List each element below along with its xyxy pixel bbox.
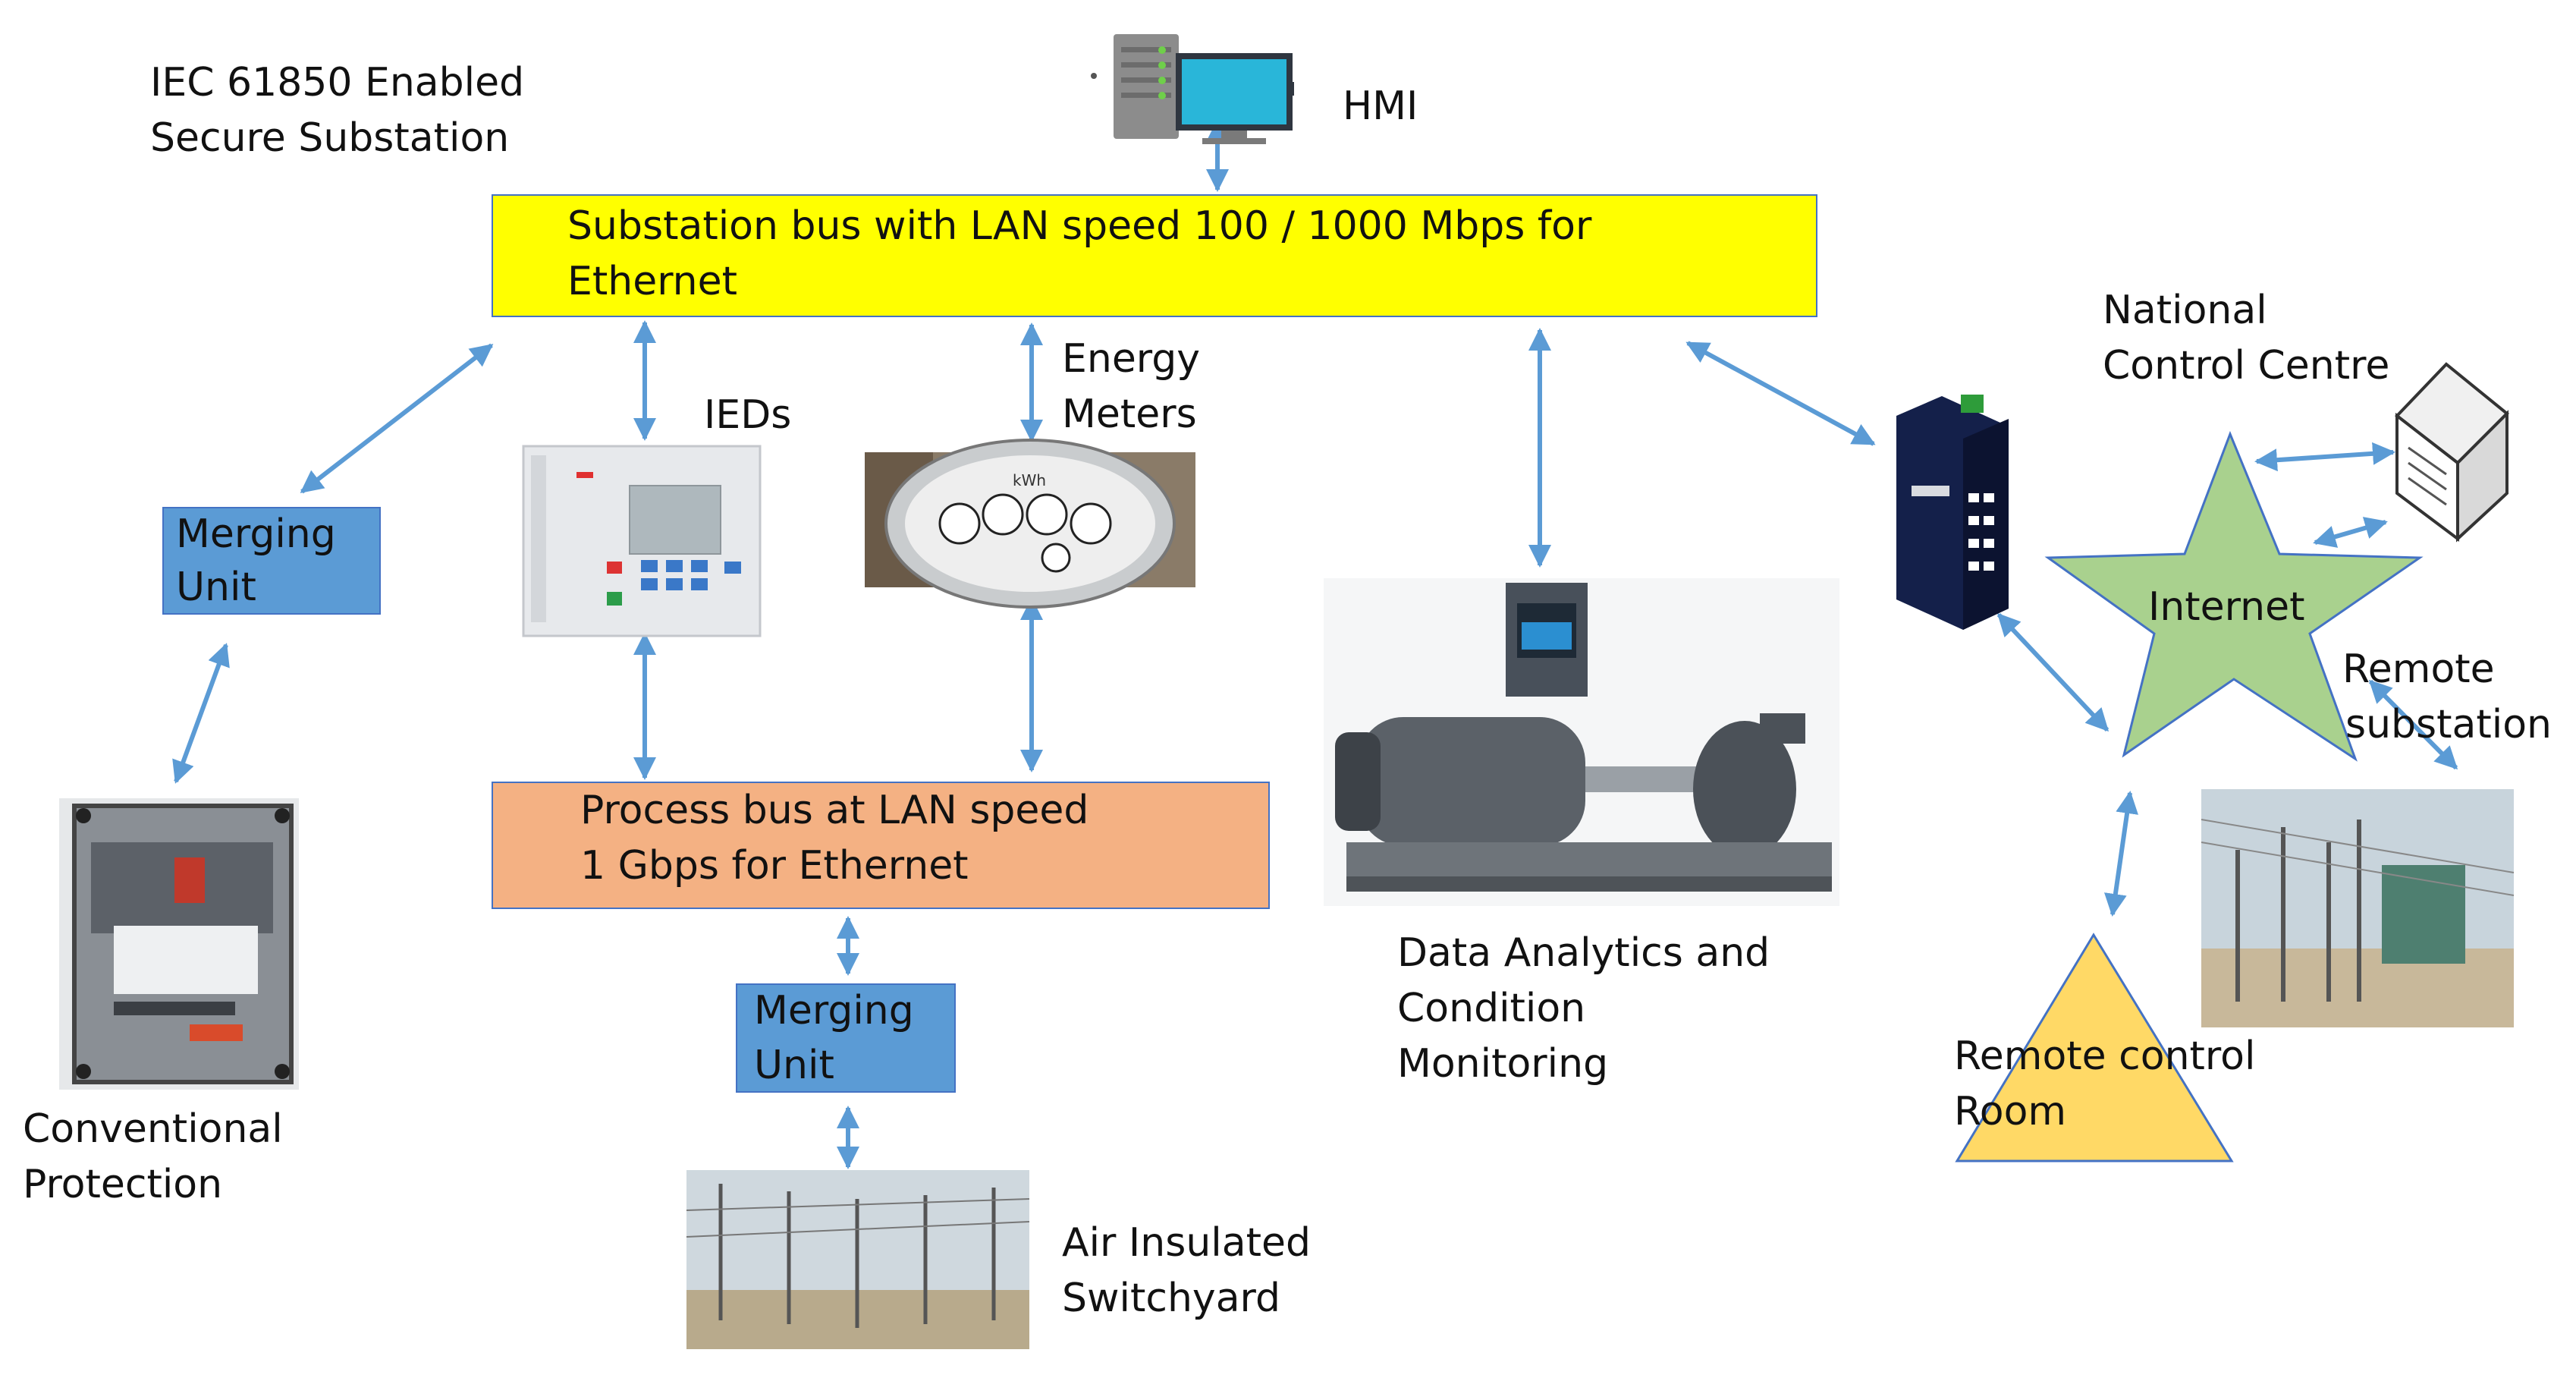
substation-photo (2201, 789, 2515, 1027)
server-icon (2395, 362, 2509, 543)
conventional-protection-label-line-1: Conventional (23, 1106, 283, 1152)
internet-label: Internet (2148, 584, 2305, 630)
data-analytics-label-line-2: Condition (1397, 986, 1586, 1031)
motor-pump-photo (1324, 578, 1839, 906)
process-bus-line-2: 1 Gbps for Ethernet (580, 843, 969, 889)
merging-unit-bottom-line-2: Unit (754, 1043, 834, 1088)
remote-control-room-label-line-1: Remote control (1954, 1034, 2256, 1079)
process-bus-box: Process bus at LAN speed 1 Gbps for Ethe… (492, 782, 1270, 909)
switchyard-label-line-1: Air Insulated (1062, 1220, 1311, 1266)
national-control-centre-label-line-2: Control Centre (2103, 343, 2390, 389)
internet-star (2044, 430, 2424, 762)
data-analytics-label-line-3: Monitoring (1397, 1041, 1609, 1087)
merging-unit-bottom-box: Merging Unit (736, 983, 956, 1093)
diagram-title-line-2: Secure Substation (150, 115, 510, 161)
arrow-internet-control-room (2103, 791, 2139, 917)
substation-bus-line-2: Ethernet (567, 259, 737, 304)
energy-meters-label-line-2: Meters (1062, 392, 1197, 437)
arrow-internet-ncc-lower (2313, 517, 2388, 548)
protection-relay-photo (59, 798, 299, 1090)
hmi-workstation-icon (1091, 34, 1294, 144)
substation-bus-box: Substation bus with LAN speed 100 / 1000… (492, 194, 1817, 317)
remote-control-room-triangle (1955, 933, 2234, 1162)
ied-relay-photo (522, 445, 762, 637)
energy-meter-photo: kWh (865, 439, 1195, 609)
merging-unit-left-line-2: Unit (176, 565, 256, 610)
conventional-protection-label-line-2: Protection (23, 1162, 223, 1207)
arrow-bus-merging-unit (300, 343, 494, 494)
remote-substation-label-line-1: Remote (2342, 647, 2495, 692)
hmi-label: HMI (1343, 83, 1418, 129)
remote-control-room-label-line-2: Room (1954, 1089, 2067, 1134)
svg-text:kWh: kWh (1013, 471, 1046, 489)
substation-bus-line-1: Substation bus with LAN speed 100 / 1000… (567, 203, 1592, 249)
merging-unit-left-box: Merging Unit (162, 507, 381, 615)
process-bus-line-1: Process bus at LAN speed (580, 788, 1089, 833)
arrow-internet-remote-substation (2368, 679, 2458, 770)
data-analytics-label-line-1: Data Analytics and (1397, 930, 1770, 976)
diagram-title-line-1: IEC 61850 Enabled (150, 60, 525, 105)
merging-unit-bottom-line-1: Merging (754, 988, 914, 1034)
arrow-internet-ncc-upper (2254, 442, 2395, 472)
arrow-merging-unit-protection (172, 643, 230, 784)
switchyard-label-line-2: Switchyard (1062, 1276, 1281, 1321)
switchyard-photo (686, 1170, 1030, 1349)
ieds-label: IEDs (704, 392, 792, 438)
arrow-switch-internet (1996, 612, 2109, 732)
ethernet-switch-icon (1896, 395, 2009, 630)
arrow-bus-switch (1685, 341, 1876, 446)
remote-substation-label-line-2: substation (2345, 702, 2552, 747)
merging-unit-left-line-1: Merging (176, 511, 336, 557)
national-control-centre-label-line-1: National (2103, 288, 2267, 333)
energy-meters-label-line-1: Energy (1062, 336, 1201, 382)
